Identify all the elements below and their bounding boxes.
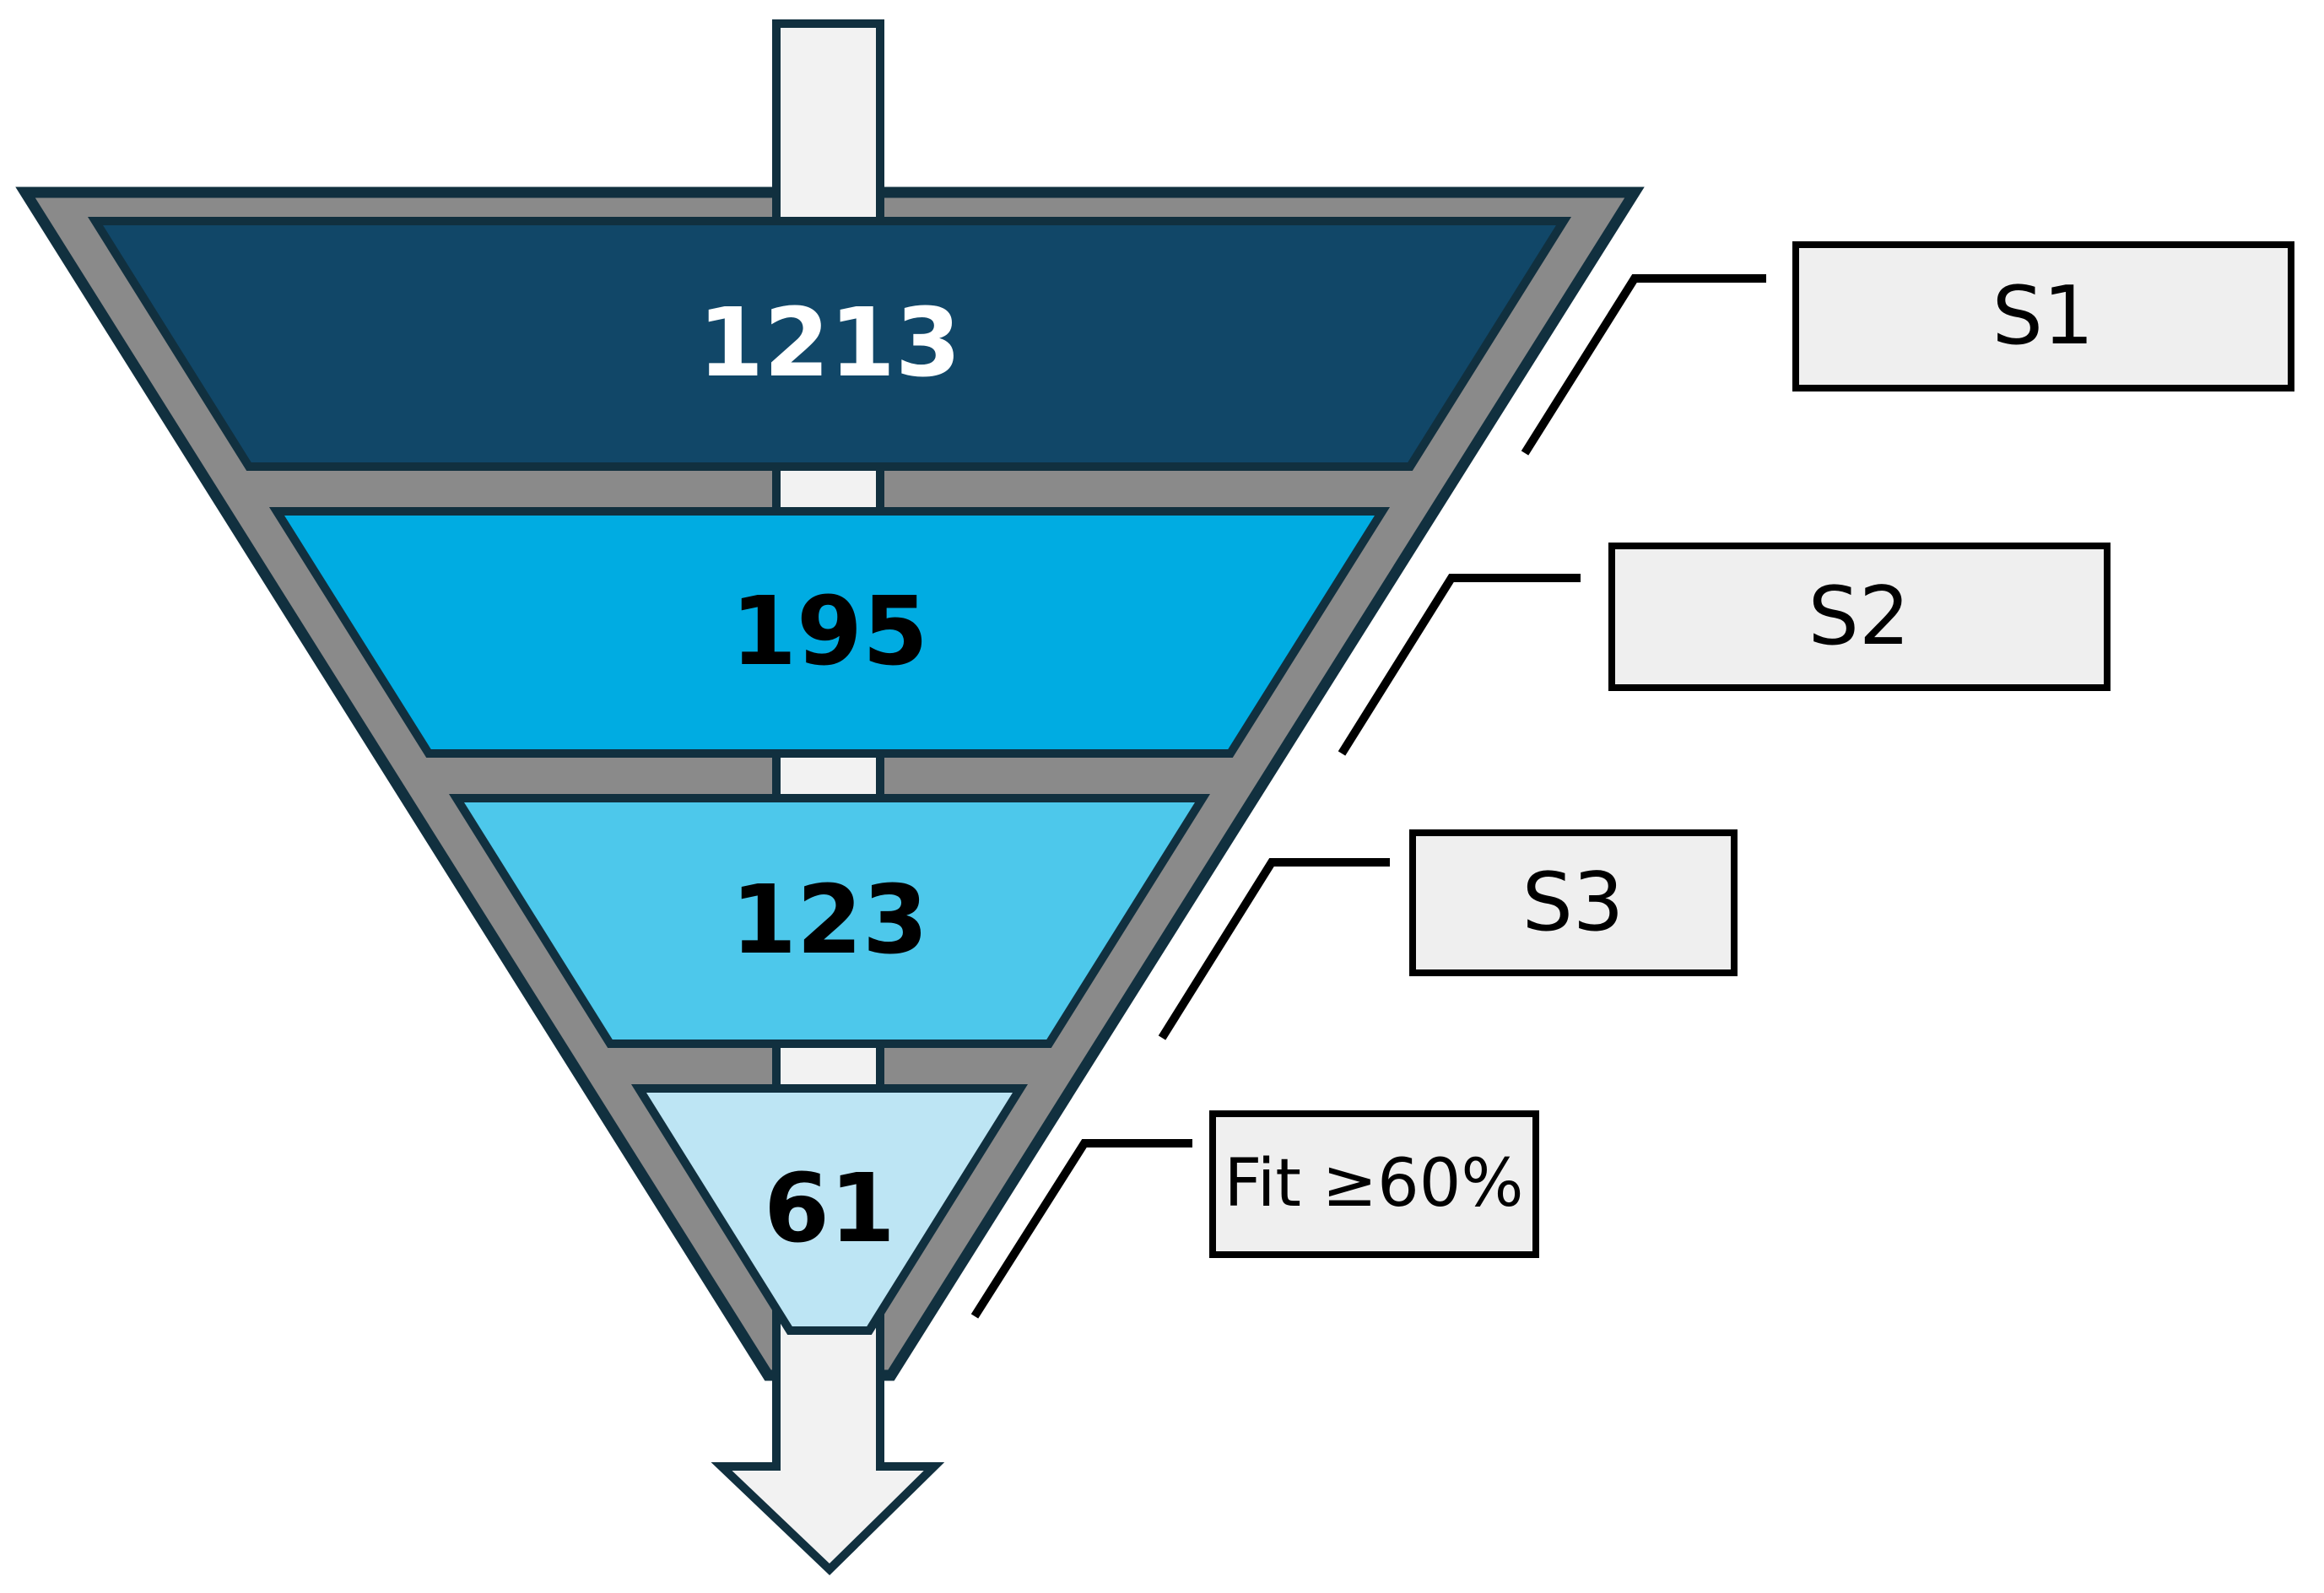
callout-label-s3: S3 (1522, 856, 1624, 949)
funnel-stage-1 (87, 217, 1572, 471)
funnel-stage-2 (268, 507, 1391, 758)
callout-label-s2: S2 (1808, 570, 1911, 663)
funnel-stage-3 (448, 794, 1211, 1048)
stage-value-1: 1213 (698, 289, 961, 398)
callout-box-s2 (1608, 543, 2111, 691)
stage-value-3: 123 (731, 866, 928, 975)
stage-value-2: 195 (731, 577, 928, 687)
callout-box-fit (1209, 1110, 1539, 1258)
callout-line-s3 (1158, 858, 1390, 1040)
callout-line-s2 (1338, 574, 1581, 756)
callout-box-s1 (1792, 241, 2294, 392)
callout-label-s1: S1 (1992, 270, 2094, 363)
callout-label-fit: Fit ≥60% (1224, 1146, 1524, 1222)
callout-box-s3 (1409, 829, 1738, 976)
callout-line-fit (970, 1139, 1192, 1319)
stage-value-4: 61 (764, 1154, 895, 1264)
funnel-stage-4 (630, 1084, 1029, 1335)
callout-line-s1 (1521, 274, 1766, 456)
